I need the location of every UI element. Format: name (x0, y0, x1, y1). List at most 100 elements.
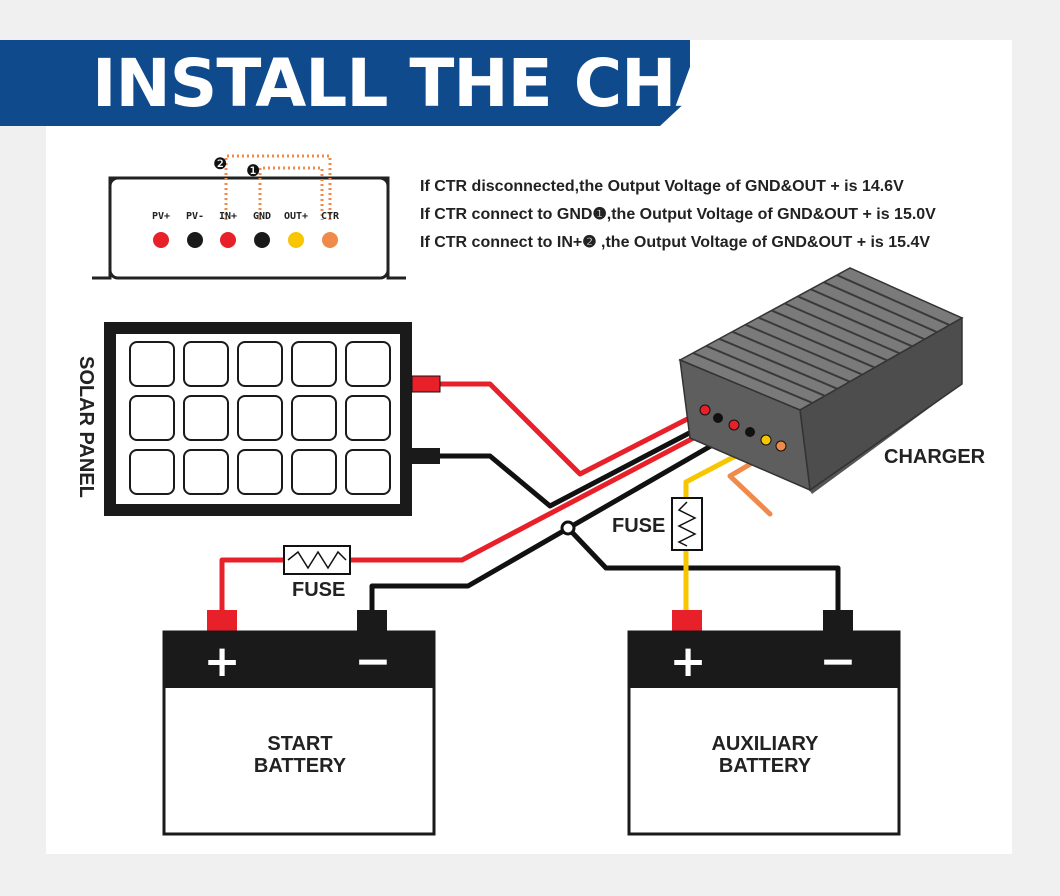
note-ctr-gnd: If CTR connect to GND❶,the Output Voltag… (420, 206, 936, 223)
solar-positive-connector (411, 375, 441, 393)
solar-cell (291, 341, 337, 387)
solar-cell (129, 395, 175, 441)
wire-start-battery-negative (369, 429, 738, 619)
charger-fin (758, 316, 876, 369)
fuse-right-body (671, 497, 703, 551)
wires (219, 381, 841, 619)
charger-label: CHARGER (884, 446, 986, 468)
charger-fin (705, 344, 826, 397)
charger-port-gnd (745, 427, 755, 437)
terminal-dot (187, 232, 203, 248)
fuse-right-label: FUSE (612, 515, 665, 537)
wire-junction (560, 520, 576, 536)
fuse-right: FUSE (612, 497, 703, 551)
start-battery-negative-post (357, 610, 387, 634)
solar-cell (129, 341, 175, 387)
charger-fin (810, 288, 926, 341)
charger: CHARGER (678, 267, 986, 494)
terminal-label-pv-minus: PV- (186, 211, 204, 222)
solar-cell (129, 449, 175, 495)
terminal-label-gnd: GND (253, 211, 271, 222)
solar-panel-label: SOLAR PANEL (75, 356, 97, 498)
solar-cell (291, 395, 337, 441)
charger-fin (692, 352, 813, 404)
fuse-left-element (287, 550, 347, 570)
aux-battery-label-line1: AUXILIARY (711, 733, 819, 755)
solar-cells (129, 341, 391, 495)
aux-battery-top (629, 632, 899, 688)
jumper-ctr-to-gnd (258, 166, 324, 220)
solar-negative-connector (412, 448, 440, 464)
charger-fin (718, 337, 838, 390)
terminal-block-diagram: ❷ ❶ PV+ PV- IN+ GND OUT+ CTR (92, 154, 406, 280)
solar-cell (183, 395, 229, 441)
fuse-left: FUSE (283, 545, 351, 601)
fuse-right-element (677, 501, 697, 547)
solar-panel: SOLAR PANEL (75, 322, 441, 516)
terminal-label-out-minusplus: OUT+ (284, 211, 308, 222)
aux-battery-positive-post (672, 610, 702, 634)
start-battery-minus: − (355, 636, 392, 687)
start-battery-plus: + (204, 636, 241, 687)
aux-battery-label-line2: BATTERY (719, 755, 812, 777)
charger-fin (731, 330, 851, 383)
start-battery-top (164, 632, 434, 688)
solar-cell (345, 395, 391, 441)
charger-fin (836, 274, 950, 326)
wire-pv-minus (433, 415, 721, 509)
start-battery: + − START BATTERY (162, 610, 436, 836)
terminal-row: PV+ PV- IN+ GND OUT+ CTR (152, 211, 340, 248)
fuse-left-body (283, 545, 351, 575)
title-banner (0, 40, 690, 126)
charger-fin (771, 309, 888, 362)
marker-2: ❷ (213, 156, 227, 173)
terminal-label-pv-minusplus: PV+ (152, 211, 170, 222)
charger-port-out-plus (760, 434, 772, 446)
wire-in-plus (347, 421, 723, 563)
charger-port-pv-plus (699, 404, 711, 416)
note-ctr-disconnected: If CTR disconnected,the Output Voltage o… (420, 178, 904, 195)
charger-port-in-plus (728, 419, 740, 431)
charger-port-pv-minus (713, 413, 723, 423)
terminal-dot (322, 232, 338, 248)
fuse-left-label: FUSE (292, 579, 345, 601)
aux-battery-minus: − (820, 636, 857, 687)
wire-start-battery-positive (219, 557, 287, 619)
solar-cell (237, 449, 283, 495)
terminal-dot (220, 232, 236, 248)
solar-cell (183, 341, 229, 387)
terminal-label-ctr: CTR (321, 211, 340, 222)
terminal-dot (153, 232, 169, 248)
marker-1: ❶ (246, 163, 260, 180)
terminal-label-in-minusplus: IN+ (219, 211, 237, 222)
note-ctr-in-plus: If CTR connect to IN+❷ ,the Output Volta… (420, 234, 930, 251)
solar-cell (291, 449, 337, 495)
wire-aux-battery-negative (565, 525, 841, 619)
charger-front (679, 358, 811, 492)
start-battery-label-line2: BATTERY (254, 755, 347, 777)
aux-battery-negative-post (823, 610, 853, 634)
charger-fin (823, 281, 938, 334)
charger-fin (784, 302, 901, 355)
solar-cell (237, 341, 283, 387)
aux-battery: + − AUXILIARY BATTERY (627, 610, 901, 836)
start-battery-positive-post (207, 610, 237, 634)
terminal-block-body (108, 176, 390, 280)
jumper-ctr-to-in-plus (224, 154, 332, 220)
charger-fin (744, 323, 863, 376)
solar-cell (237, 395, 283, 441)
charger-fins (692, 274, 950, 404)
page-title: INSTALL THE CHARGER (92, 45, 923, 122)
solar-cell (345, 449, 391, 495)
aux-battery-plus: + (670, 636, 707, 687)
charger-port-ctr (775, 440, 787, 452)
solar-cell (183, 449, 229, 495)
terminal-dot (288, 232, 304, 248)
solar-cell (345, 341, 391, 387)
terminal-dot (254, 232, 270, 248)
wire-pv-plus (433, 381, 708, 477)
charger-fin (797, 295, 913, 348)
start-battery-label-line1: START (267, 733, 332, 755)
